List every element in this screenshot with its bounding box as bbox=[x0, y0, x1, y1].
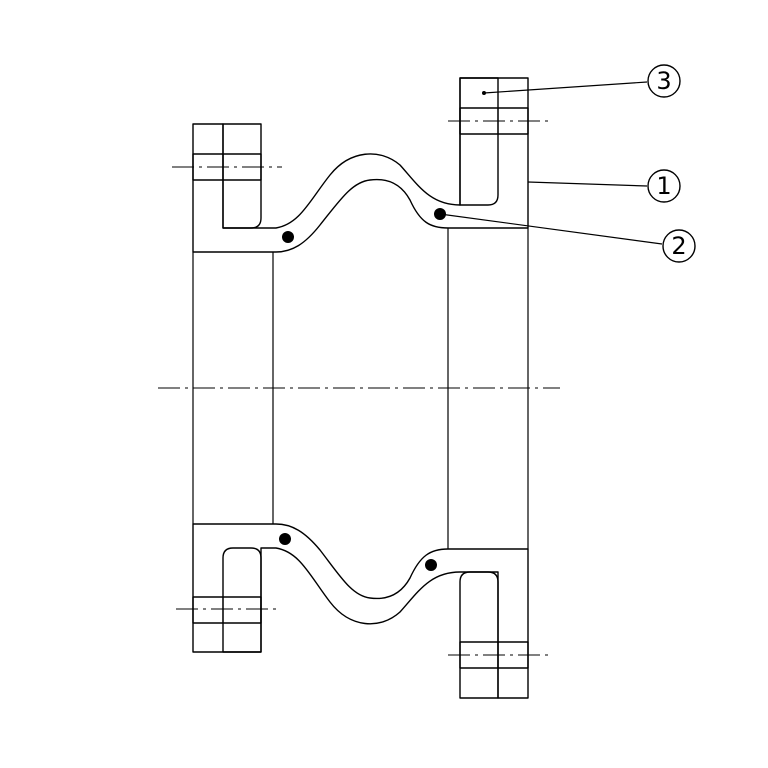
wire-dot-top-left bbox=[282, 231, 294, 243]
bolt-hole-top-left bbox=[192, 153, 262, 181]
centerlines bbox=[158, 120, 560, 656]
callout-1-label: 1 bbox=[656, 172, 671, 200]
wire-dot-bottom-left bbox=[279, 533, 291, 545]
leader-2 bbox=[483, 81, 648, 94]
flange-ring-bottom-right bbox=[459, 571, 499, 699]
rubber-body-top bbox=[192, 77, 529, 253]
rubber-body-bottom bbox=[192, 523, 529, 699]
flange-ring-bottom-left bbox=[222, 547, 262, 653]
reinforcement-wires bbox=[279, 208, 446, 571]
callout-2-label: 3 bbox=[656, 67, 671, 95]
callout-3-label: 2 bbox=[671, 232, 686, 260]
callout-1: 1 bbox=[647, 169, 681, 203]
flange-ring-top-right bbox=[459, 77, 499, 206]
bolt-hole-bottom-left bbox=[192, 596, 262, 624]
callout-3: 2 bbox=[662, 229, 696, 263]
callout-2: 3 bbox=[647, 64, 681, 98]
flange-ring-top-left bbox=[222, 123, 262, 229]
leader-3 bbox=[439, 213, 663, 245]
leader-lines bbox=[439, 81, 663, 245]
bolt-hole-top-right bbox=[459, 107, 529, 135]
wire-dot-bottom-right bbox=[425, 559, 437, 571]
bolt-holes bbox=[192, 107, 529, 669]
leader-1 bbox=[527, 181, 648, 187]
bore-lines bbox=[192, 228, 529, 549]
bolt-hole-bottom-right bbox=[459, 641, 529, 669]
